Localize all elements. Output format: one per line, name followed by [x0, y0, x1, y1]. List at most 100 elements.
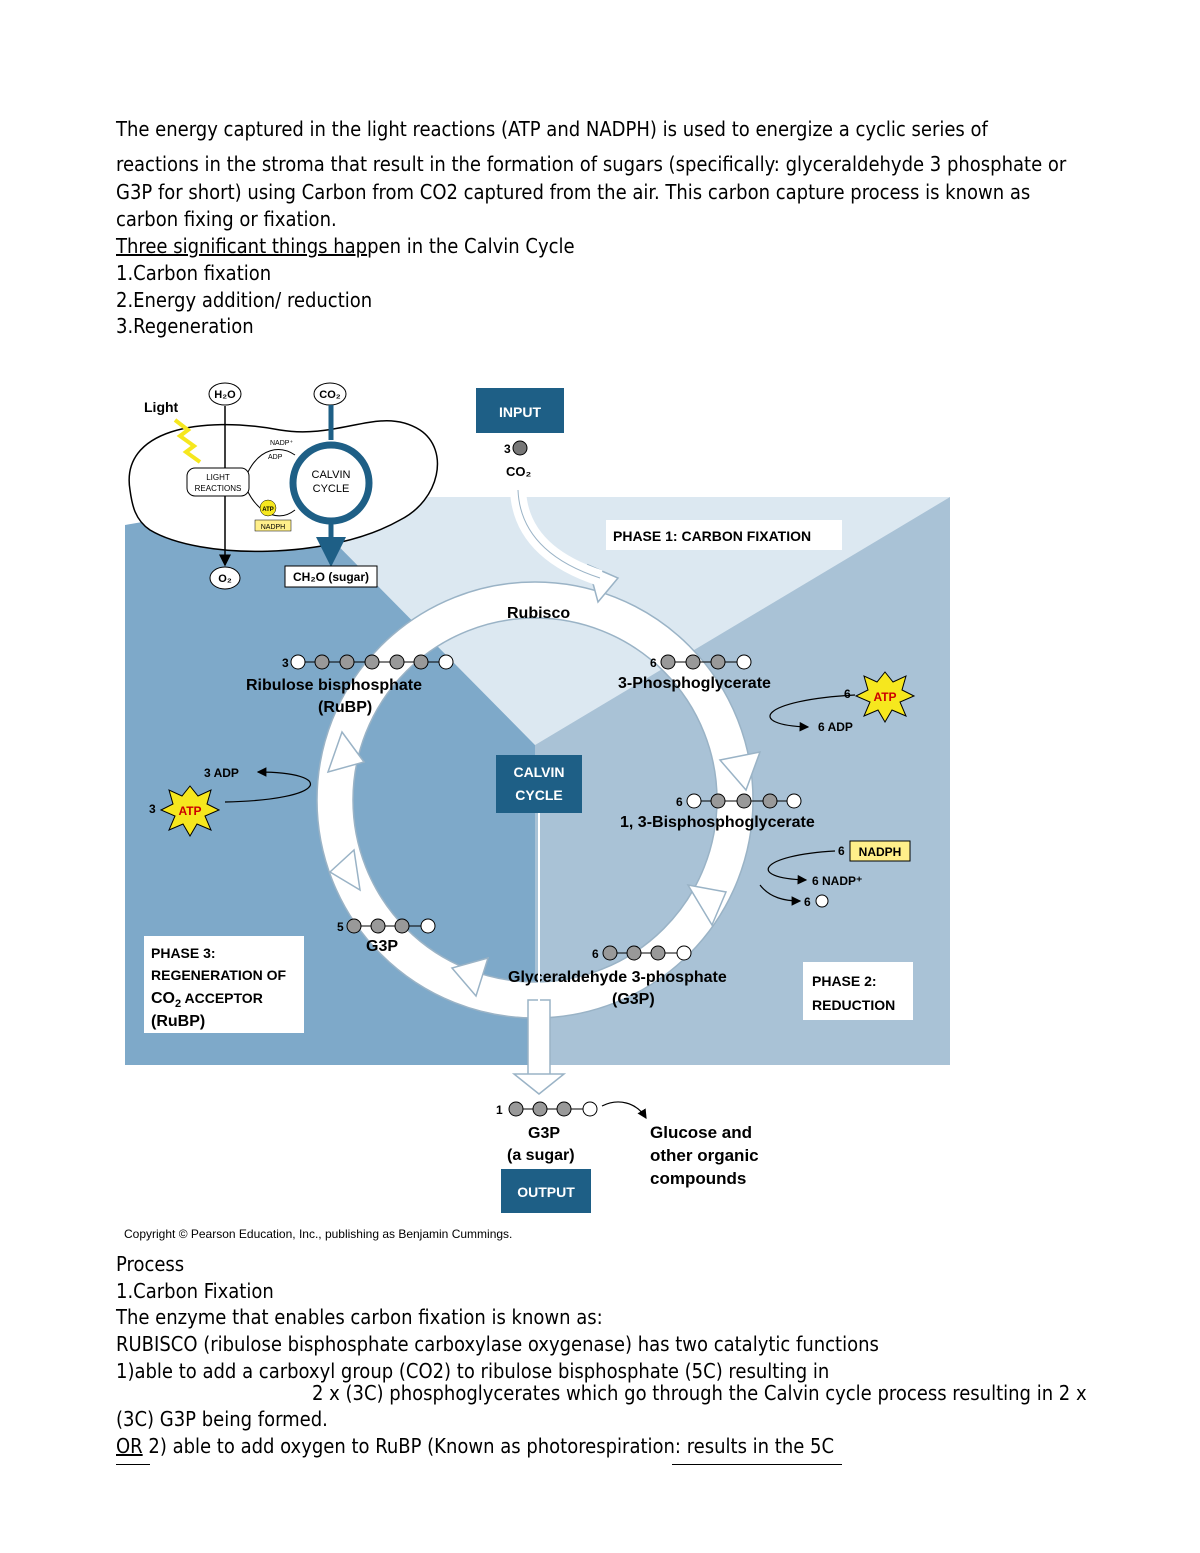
g3p-label-1: Glyceraldehyde 3-phosphate	[508, 969, 727, 986]
ring-arrow-6	[326, 730, 366, 774]
output-label: OUTPUT	[517, 1184, 575, 1200]
phase3-1: PHASE 3:	[151, 945, 216, 961]
adp-inset: ADP	[268, 454, 283, 461]
ring-arrow-2	[718, 751, 762, 792]
or-underlined: OR	[116, 1434, 143, 1458]
nadph-label: NADPH	[859, 845, 902, 859]
ring-arrow-3	[686, 883, 728, 927]
g3p5-label: G3P	[366, 938, 398, 955]
atp-right-label: ATP	[873, 690, 896, 704]
glucose-3: compounds	[650, 1169, 746, 1188]
output-arrow	[511, 1073, 567, 1095]
input-box	[476, 388, 564, 433]
nadph-count: 6	[838, 844, 845, 858]
atp-inset-icon	[259, 499, 277, 517]
g3p-label-2: (G3P)	[612, 991, 655, 1008]
process-line-6: 2 x (3C) phosphoglycerates which go thro…	[312, 1381, 1087, 1405]
g3p5-molecule-icon	[346, 918, 436, 934]
calvin-inset-1: CALVIN	[312, 469, 351, 481]
calvin-heading-underlined: Three significant things hap	[116, 234, 368, 258]
process-item-1: 1.Carbon Fixation	[116, 1279, 274, 1303]
out-g3p-molecule-icon	[508, 1101, 598, 1117]
process-line-8-rest: 2) able to add oxygen to RuBP (Known as …	[142, 1434, 835, 1458]
glucose-1: Glucose and	[650, 1123, 752, 1142]
phase3-3: CO2 ACCEPTOR	[151, 990, 263, 1010]
ring-arrow-5	[328, 848, 361, 892]
pga-label: 3-Phosphoglycerate	[618, 675, 771, 692]
pi-out-count: 6	[804, 895, 811, 909]
rubp-molecule-icon	[290, 654, 454, 670]
list-item-2: 2.Energy addition/ reduction	[116, 288, 373, 312]
h2o-bubble	[208, 382, 242, 406]
calvin-inset-2: CYCLE	[313, 483, 350, 495]
input-co2: CO₂	[506, 464, 532, 479]
sugar-box	[284, 565, 378, 588]
phase3-box	[144, 936, 304, 1033]
phosphate-icon	[815, 894, 829, 908]
co2-inset-label: CO₂	[319, 389, 341, 401]
phase1-box	[606, 520, 842, 550]
light-reactions-1: LIGHT	[206, 473, 230, 482]
calvin-center-box	[496, 755, 582, 813]
phase2-box	[803, 962, 913, 1020]
co2-molecule-icon	[512, 440, 528, 456]
phase2-1: PHASE 2:	[812, 973, 877, 989]
g3p5-count: 5	[337, 920, 344, 934]
glucose-2: other organic	[650, 1146, 759, 1165]
process-line-3: The enzyme that enables carbon fixation …	[116, 1305, 603, 1329]
rubp-label-2: (RuBP)	[318, 699, 372, 716]
calvin-center-2: CYCLE	[515, 787, 562, 803]
o2-label: O₂	[218, 573, 232, 585]
phase3-4: (RuBP)	[151, 1013, 205, 1030]
list-item-3: 3.Regeneration	[116, 314, 254, 338]
light-reactions-2: REACTIONS	[195, 484, 242, 493]
atp-left-icon	[159, 785, 221, 837]
calvin-inset-ring	[289, 441, 373, 525]
process-title: Process	[116, 1252, 185, 1276]
calvin-heading-rest: pen in the Calvin Cycle	[367, 234, 575, 258]
light-reactions-box	[186, 467, 250, 497]
input-count: 3	[504, 442, 511, 456]
atp-right-icon	[854, 671, 916, 723]
out-g3p-label: G3P	[528, 1125, 560, 1142]
nadph-inset: NADPH	[261, 524, 286, 531]
calvin-cycle-figure: Light H₂O CO₂ LIGHT REACTIONS CALVIN CYC…	[124, 382, 950, 1241]
ring-arrow-4	[450, 956, 490, 998]
copyright: Copyright © Pearson Education, Inc., pub…	[124, 1227, 512, 1241]
intro-line-4: carbon fixing or fixation.	[116, 207, 337, 231]
pga-molecule-icon	[660, 654, 752, 670]
rubisco-label: Rubisco	[507, 605, 570, 622]
phase2-2: REDUCTION	[812, 997, 895, 1013]
atp-left-count: 3	[149, 802, 156, 816]
phase3-2: REGENERATION OF	[151, 967, 287, 983]
bpg-count: 6	[676, 795, 683, 809]
nadp-out-label: 6 NADP⁺	[812, 874, 862, 888]
process-line-5: 1)able to add a carboxyl group (CO2) to …	[116, 1359, 830, 1383]
calvin-center-1: CALVIN	[513, 764, 564, 780]
o2-bubble	[209, 566, 241, 590]
bpg-label: 1, 3-Bisphosphoglycerate	[620, 814, 815, 831]
intro-line-3: G3P for short) using Carbon from CO2 cap…	[116, 180, 1031, 204]
bpg-molecule-icon	[686, 793, 802, 809]
nadph-box	[849, 840, 911, 862]
underline-stub-right	[672, 1464, 842, 1465]
h2o-label: H₂O	[214, 389, 236, 401]
g3p-count: 6	[592, 947, 599, 961]
atp-right-count: 6	[844, 687, 851, 701]
adp-right-label: 6 ADP	[818, 720, 853, 734]
g3p-molecule-icon	[602, 945, 692, 961]
sugar-label: CH₂O (sugar)	[293, 570, 369, 584]
input-label: INPUT	[499, 404, 541, 420]
process-line-7: (3C) G3P being formed.	[116, 1407, 328, 1431]
pga-count: 6	[650, 656, 657, 670]
out-count: 1	[496, 1103, 503, 1117]
adp-left-label: 3 ADP	[204, 766, 239, 780]
light-bolt-icon	[173, 418, 202, 464]
calvin-heading: Three significant things happen in the C…	[116, 233, 575, 260]
phase1-label: PHASE 1: CARBON FIXATION	[613, 528, 811, 544]
process-line-8: OR 2) able to add oxygen to RuBP (Known …	[116, 1433, 834, 1460]
atp-left-label: ATP	[178, 804, 201, 818]
nadp-inset: NADP⁺	[270, 440, 293, 447]
out-sugar-label: (a sugar)	[507, 1147, 575, 1164]
intro-line-1: The energy captured in the light reactio…	[116, 117, 988, 141]
